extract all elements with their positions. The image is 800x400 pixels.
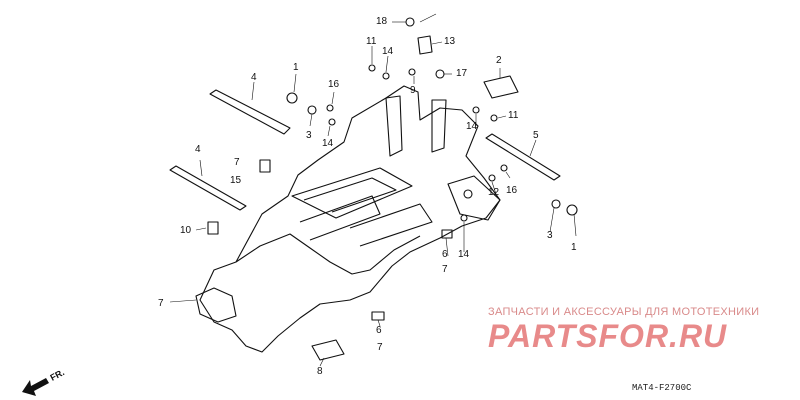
washer-3-upper (307, 105, 317, 115)
fender-tray (291, 167, 413, 219)
callout-8: 8 (317, 366, 323, 377)
callout-7-collar: 7 (234, 157, 240, 168)
watermark-title: ЗАПЧАСТИ И АКСЕССУАРЫ ДЛЯ МОТОТЕХНИКИ (488, 306, 760, 318)
diagram-code: MAT4-F2700C (632, 383, 692, 393)
callout-7-right: 7 (442, 264, 448, 275)
grommet-6-lower (371, 311, 385, 321)
left-upright-bracket (385, 95, 403, 157)
fender-inner-line (235, 233, 421, 275)
callout-14-top: 14 (382, 46, 394, 57)
nut-14-right (472, 106, 480, 114)
callout-1-upper: 1 (293, 62, 299, 73)
callout-1-lower: 1 (571, 242, 577, 253)
callout-14-right: 14 (466, 121, 478, 132)
washer-3-lower (551, 199, 561, 209)
callout-16-right: 16 (506, 185, 518, 196)
seal-strip (485, 133, 561, 181)
leader-lines (169, 13, 577, 367)
grommet-6-right (441, 229, 453, 239)
side-plate-hole (463, 189, 473, 199)
grommet-1-lower (566, 204, 578, 216)
nut-18 (405, 17, 415, 27)
callout-7-lower-left: 7 (158, 298, 164, 309)
nut-14-upper (328, 118, 336, 126)
callout-13: 13 (444, 36, 456, 47)
callout-3-upper: 3 (306, 130, 312, 141)
nut-17 (435, 69, 445, 79)
nut-9 (408, 68, 416, 76)
right-upright-bracket (431, 99, 447, 153)
fender-tray-inner (303, 177, 397, 213)
watermark-logo: PARTSFOR.RU (488, 318, 728, 354)
callout-15: 15 (230, 175, 242, 186)
strap-upper (209, 89, 291, 135)
bolt-16-upper (326, 104, 334, 112)
callout-9: 9 (410, 85, 416, 96)
fender-rib-1 (299, 195, 381, 241)
callout-6-right: 6 (442, 249, 448, 260)
callout-11-top: 11 (366, 36, 377, 47)
bolt-12 (488, 174, 496, 182)
nut-14-lower (460, 214, 468, 222)
pad (311, 339, 345, 361)
callout-16-upper: 16 (328, 79, 340, 90)
callout-3-lower: 3 (547, 230, 553, 241)
callout-10: 10 (180, 225, 192, 236)
rear-fender-body (199, 85, 501, 353)
side-plate (447, 175, 501, 221)
callout-11-right: 11 (508, 110, 519, 121)
callout-17: 17 (456, 68, 468, 79)
nut-11-top (368, 64, 376, 72)
fender-rib-2 (349, 203, 433, 247)
lower-left-bracket (195, 287, 237, 323)
bolt-16-right (500, 164, 508, 172)
strap-lower (169, 165, 247, 211)
grommet-1-upper (286, 92, 298, 104)
callout-6-lower: 6 (376, 325, 382, 336)
clip-10 (207, 221, 219, 235)
nut-14-top (382, 72, 390, 80)
reflector (483, 75, 519, 99)
callout-5: 5 (533, 130, 539, 141)
callout-7-lower: 7 (377, 342, 383, 353)
callout-4-upper: 4 (251, 72, 257, 83)
callout-12: 12 (488, 187, 500, 198)
collar-7-15 (259, 159, 271, 173)
callout-14-upper: 14 (322, 138, 334, 149)
clip (417, 35, 433, 55)
callout-14-lower: 14 (458, 249, 470, 260)
callout-18: 18 (376, 16, 388, 27)
callout-4-lower: 4 (195, 144, 201, 155)
front-direction-arrow (22, 378, 49, 396)
callout-2: 2 (496, 55, 502, 66)
nut-11-right (490, 114, 498, 122)
